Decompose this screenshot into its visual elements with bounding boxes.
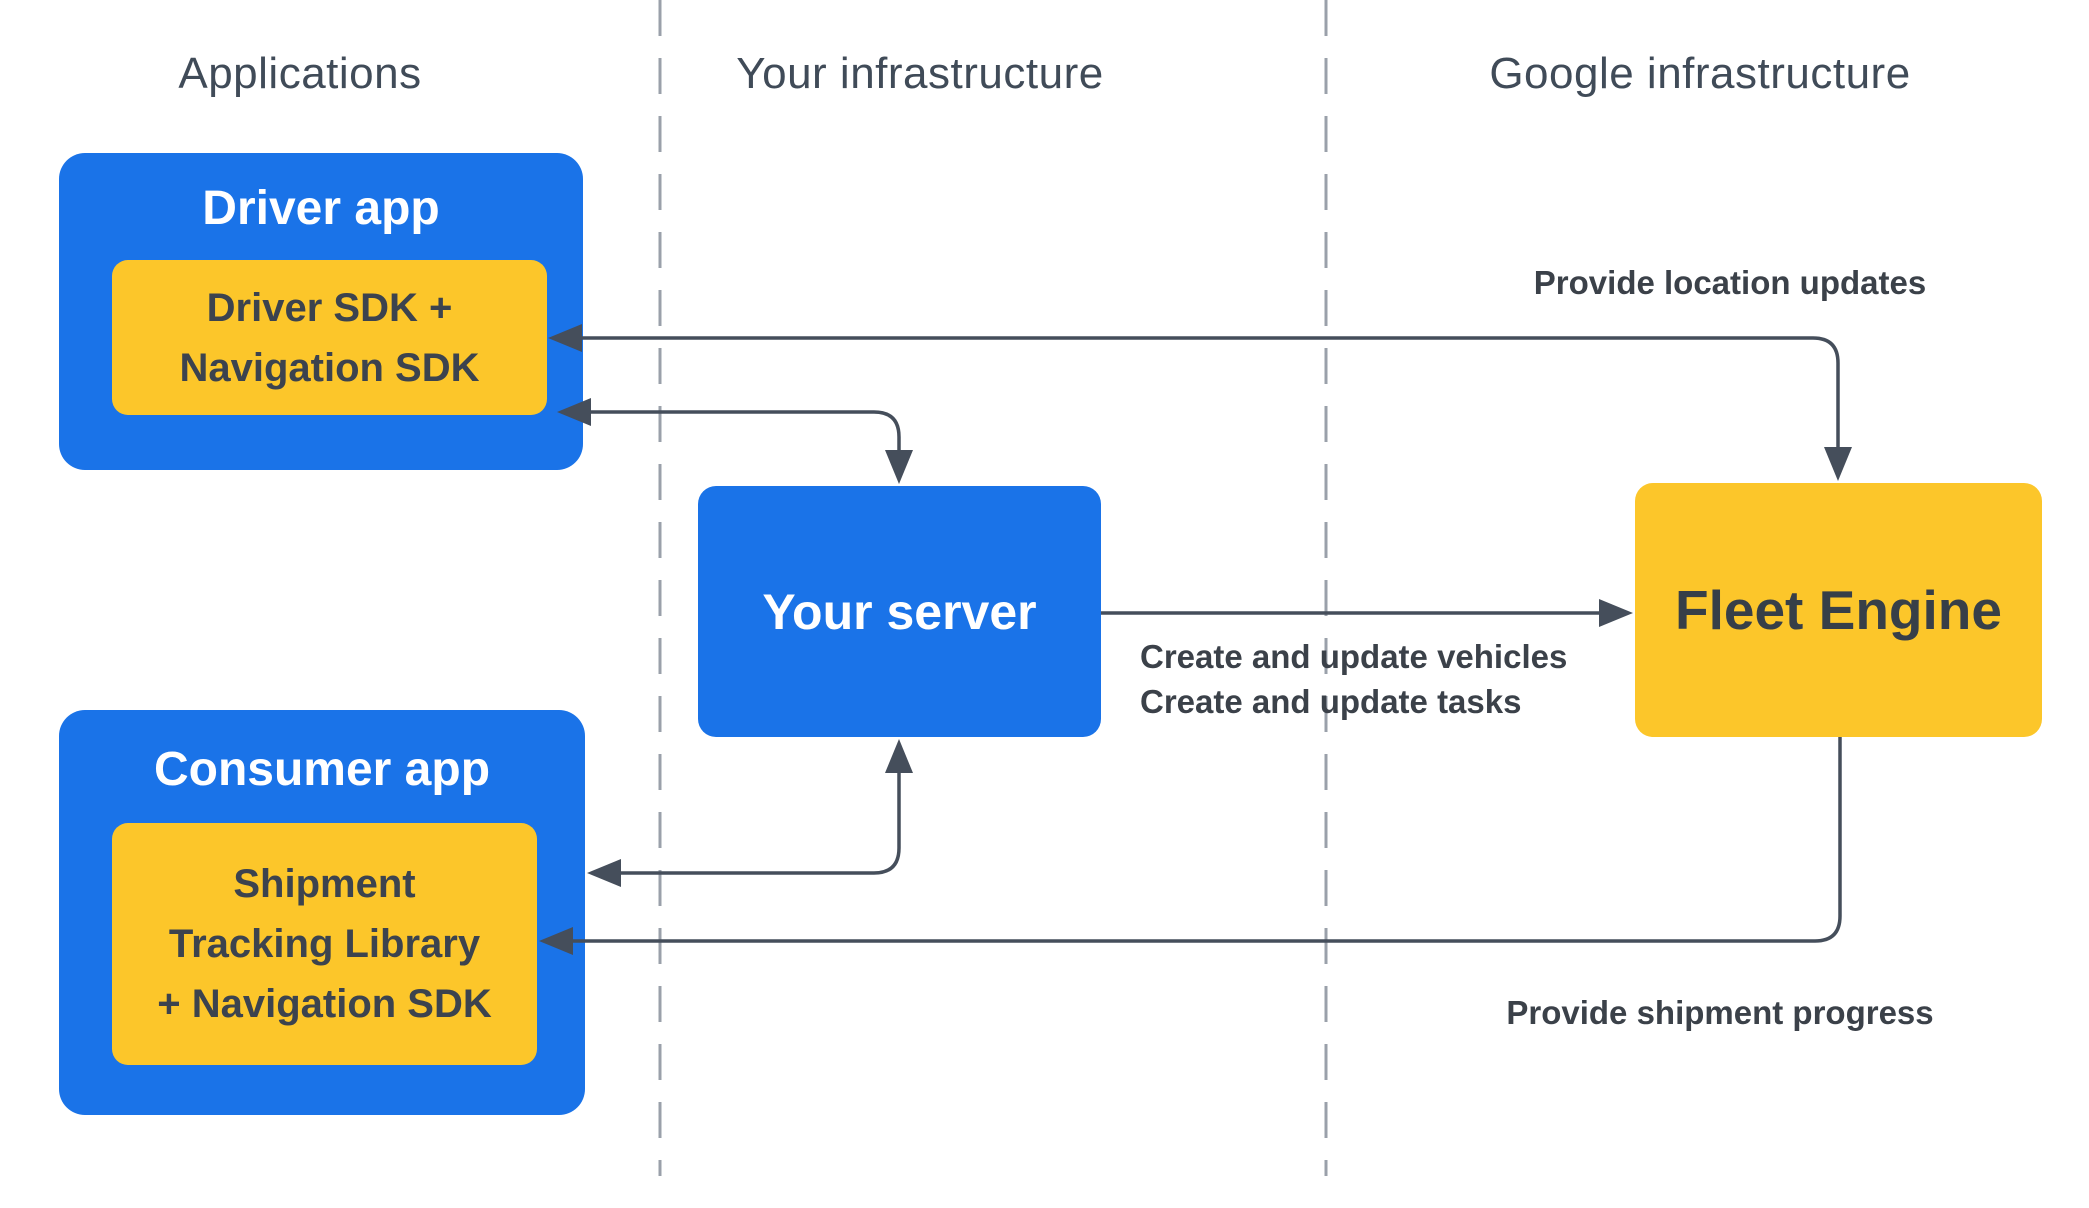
node-fleet-engine-title: Fleet Engine (1675, 579, 2002, 641)
consumer-sdk-line-2: Tracking Library (168, 922, 481, 966)
header-your-infrastructure: Your infrastructure (736, 49, 1104, 98)
label-provide-shipment-progress: Provide shipment progress (1506, 994, 1934, 1031)
header-google-infrastructure: Google infrastructure (1489, 49, 1911, 98)
edge-your-server-consumer-app-arrowhead-up (885, 739, 913, 773)
header-applications: Applications (178, 49, 422, 98)
edge-fleet-engine-driver-sdk-arrowhead-down (1824, 447, 1852, 481)
node-your-server-title: Your server (762, 583, 1037, 640)
node-fleet-engine: Fleet Engine (1635, 483, 2042, 737)
edge-fleet-engine-shipment-library-line (569, 737, 1842, 943)
edge-driver-app-your-server-arrowhead-down (885, 450, 913, 484)
edge-driver-app-your-server-line (587, 410, 901, 453)
node-driver-sdk: Driver SDK + Navigation SDK (112, 260, 547, 415)
node-shipment-tracking-library: Shipment Tracking Library + Navigation S… (112, 823, 537, 1065)
label-provide-location-updates: Provide location updates (1533, 264, 1927, 301)
label-create-and-update-vehicles: Create and update vehicles (1140, 638, 1568, 675)
label-create-and-update: Create and update vehicles Create and up… (1140, 634, 1567, 724)
edge-your-server-consumer-app-line (617, 770, 901, 875)
label-create-and-update-tasks: Create and update tasks (1140, 683, 1522, 720)
consumer-sdk-line-1: Shipment (233, 862, 416, 906)
consumer-sdk-line-3: + Navigation SDK (157, 982, 492, 1026)
driver-sdk-line-2: Navigation SDK (179, 345, 480, 390)
node-your-server: Your server (698, 486, 1101, 737)
node-driver-app: Driver app Driver SDK + Navigation SDK (59, 153, 583, 470)
edge-your-server-fleet-engine-arrowhead-right (1599, 599, 1633, 627)
node-driver-app-title: Driver app (202, 182, 440, 235)
edge-fleet-engine-driver-sdk-line (578, 336, 1840, 450)
node-consumer-app-title: Consumer app (153, 743, 491, 796)
edge-your-server-consumer-app-arrowhead-left (587, 859, 621, 887)
node-consumer-app: Consumer app Shipment Tracking Library +… (59, 710, 585, 1115)
driver-sdk-line-1: Driver SDK + (206, 285, 453, 330)
